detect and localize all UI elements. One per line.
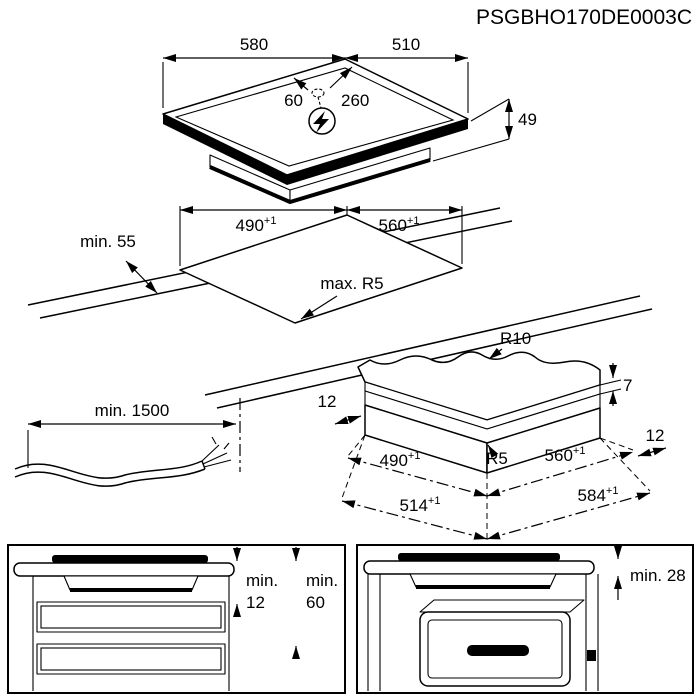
cable-length-label: min. 1500 (95, 401, 170, 420)
hob-depth-label: 510 (392, 35, 420, 54)
hob-profile (398, 553, 560, 561)
hole-offset-right-label: 260 (341, 91, 369, 110)
corner-detail-view: R10 R5 12 7 12 490+1 560+1 514+1 584+1 (318, 329, 667, 540)
hob-isometric-view: 60 260 580 510 49 (162, 35, 537, 205)
worktop-edge-lower (204, 295, 653, 409)
oven-handle (467, 645, 529, 656)
cable-view: min. 1500 (14, 398, 241, 487)
cable-hole (311, 88, 325, 98)
cutout-depth-label: 560+1 (379, 215, 420, 235)
clearance-view-drawer: min. 12 min. 60 (7, 544, 346, 694)
lightning-bolt-icon (313, 111, 329, 133)
ledge-right-label: 12 (646, 426, 665, 445)
drawer-front-2 (36, 643, 226, 675)
oven-top (419, 599, 585, 613)
inner-radius-label: R5 (486, 449, 508, 468)
ledge-left-label: 12 (318, 392, 337, 411)
hob-profile (52, 555, 208, 563)
socket-detail (587, 650, 596, 661)
corner-outer-width-label: 514+1 (400, 495, 441, 515)
drawer-clearance-min-label: min. (246, 571, 278, 590)
step-depth-label: 7 (623, 376, 632, 395)
hob-width-label: 580 (240, 35, 268, 54)
oven-clearance-label: min. 28 (630, 566, 686, 585)
front-clearance-label: min. 55 (80, 232, 136, 251)
hob-height-label: 49 (518, 110, 537, 129)
drawing-code: PSGBHO170DE0003C (476, 6, 692, 29)
top-radius-label: R10 (500, 329, 531, 348)
cutout-radius-label: max. R5 (320, 274, 383, 293)
corner-inner-width-label: 490+1 (380, 450, 421, 470)
drawer-front-1 (36, 601, 226, 633)
shelf-clearance-value: 60 (306, 593, 325, 612)
clearance-view-oven: min. 28 (356, 544, 694, 694)
cutout-view: 490+1 560+1 min. 55 max. R5 (80, 206, 463, 324)
cutout-width-label: 490+1 (236, 215, 277, 235)
shelf-clearance-min-label: min. (306, 571, 338, 590)
drawer-clearance-value: 12 (246, 593, 265, 612)
corner-outer-depth-label: 584+1 (578, 485, 619, 505)
hole-offset-left-label: 60 (284, 91, 303, 110)
corner-inner-depth-label: 560+1 (545, 445, 586, 465)
